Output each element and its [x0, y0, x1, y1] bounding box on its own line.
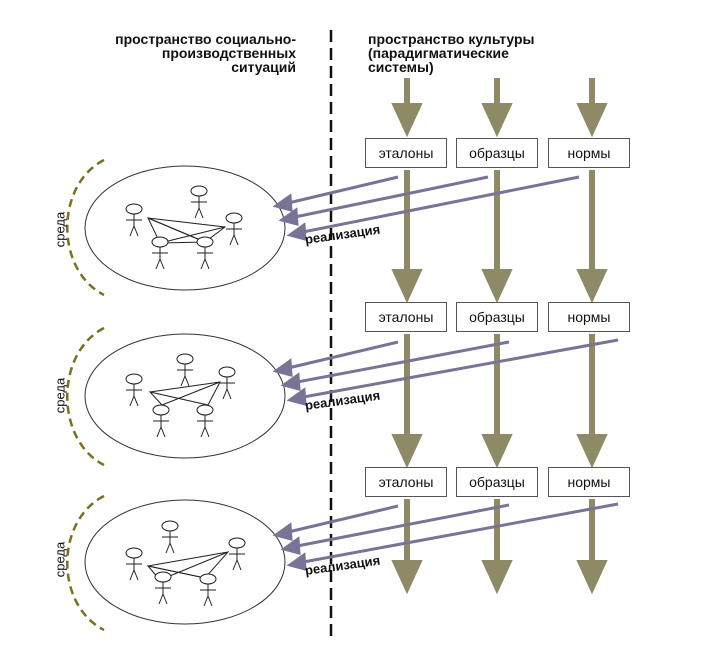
- culture-arrows-2-3: [391, 334, 608, 469]
- environment-arc-3: [66, 494, 105, 632]
- header-social-space: пространство социально- производственных…: [60, 32, 296, 74]
- situation-ellipse-1: [84, 165, 286, 291]
- box-normy-2: нормы: [548, 302, 630, 332]
- box-etalony-3: эталоны: [365, 467, 447, 497]
- header-culture-space: пространство культуры (парадигматические…: [368, 32, 628, 74]
- header-culture-line1: пространство культуры: [368, 31, 535, 47]
- culture-arrows-top: [391, 78, 608, 138]
- realization-arrows-2: [272, 338, 619, 406]
- header-social-line2: производственных: [161, 45, 296, 61]
- situation-ellipse-3: [84, 499, 286, 625]
- box-etalony-1: эталоны: [365, 138, 447, 168]
- header-culture-line3: системы): [368, 59, 434, 75]
- culture-arrows-1-2: [391, 170, 608, 304]
- header-social-line3: ситуаций: [231, 59, 296, 75]
- box-etalony-2: эталоны: [365, 302, 447, 332]
- people-group-2: [125, 353, 236, 438]
- realization-arrows-3: [272, 502, 619, 571]
- people-group-3: [125, 520, 246, 607]
- environment-arc-1: [66, 158, 105, 297]
- box-obrazcy-1: образцы: [456, 138, 538, 168]
- box-normy-3: нормы: [548, 467, 630, 497]
- realization-arrows-1: [272, 175, 580, 241]
- people-group-1: [125, 185, 243, 270]
- box-normy-1: нормы: [548, 138, 630, 168]
- box-obrazcy-2: образцы: [456, 302, 538, 332]
- header-culture-line2: (парадигматические: [368, 45, 509, 61]
- header-social-line1: пространство социально-: [115, 31, 296, 47]
- box-obrazcy-3: образцы: [456, 467, 538, 497]
- label-environment-3: среда: [52, 541, 68, 578]
- label-environment-1: среда: [52, 211, 68, 248]
- label-environment-2: среда: [52, 377, 68, 414]
- culture-arrows-bottom: [391, 499, 608, 595]
- environment-arc-2: [66, 326, 105, 467]
